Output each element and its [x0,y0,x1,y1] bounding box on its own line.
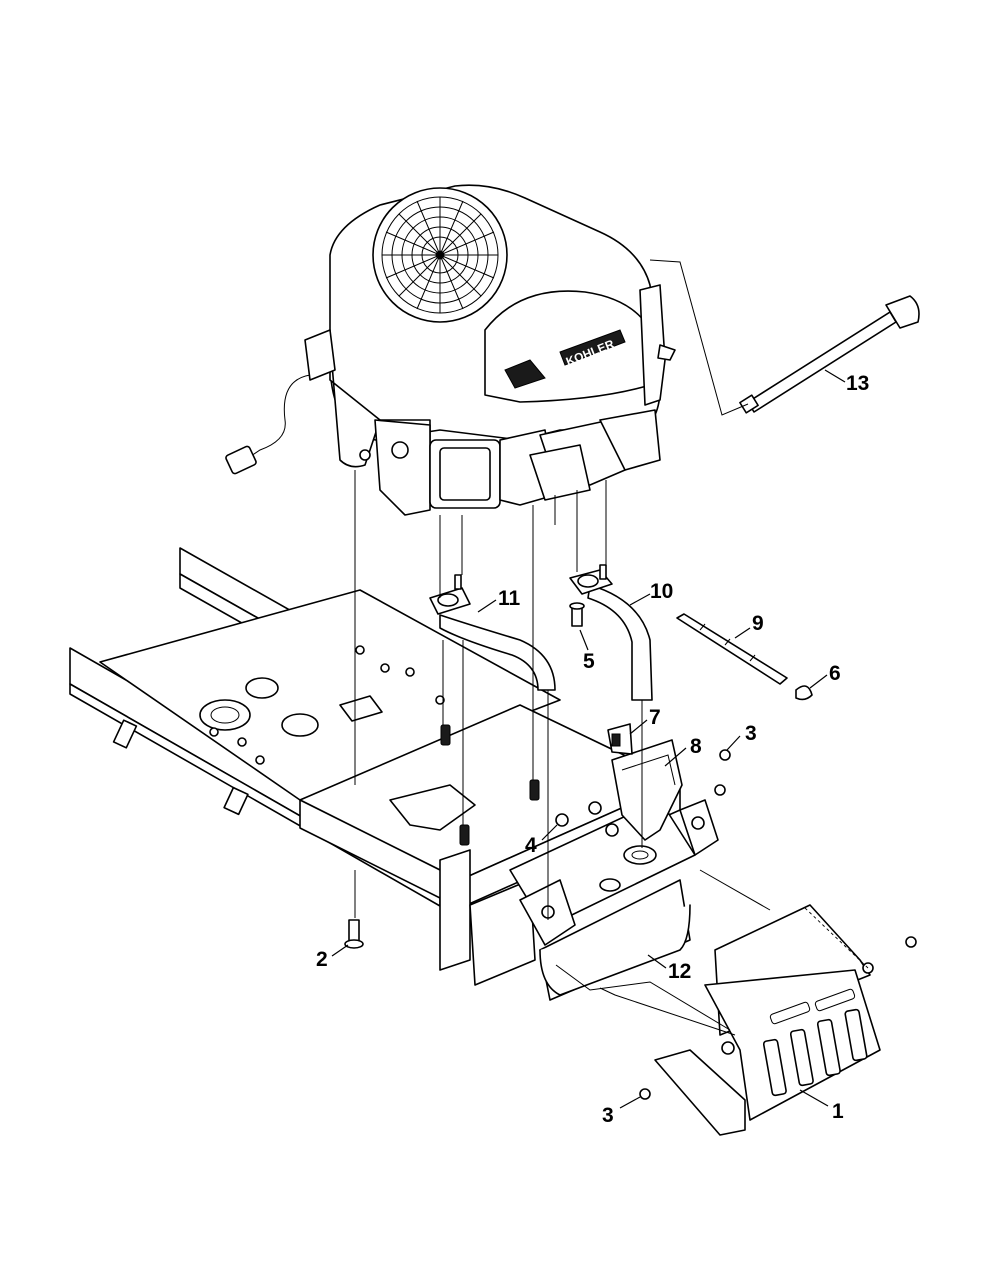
callout-12: 12 [668,960,691,983]
exhaust-pipe-left [429,574,556,691]
dipstick-tube-13 [739,295,920,414]
callout-3-upper: 3 [745,722,757,745]
bolt-5 [569,602,585,627]
assembly-guide-lines [354,259,869,1036]
callout-7: 7 [649,706,661,729]
exhaust-pipe-right [569,564,653,701]
callout-2: 2 [316,948,328,971]
callout-leaders [331,369,846,1109]
frame-bolts [209,645,445,765]
callout-3-lower: 3 [602,1104,614,1127]
muffler [509,799,719,1001]
callout-10: 10 [650,580,673,603]
callout-5: 5 [583,650,595,673]
screws [555,749,917,1100]
engine: KOHLER [225,184,676,525]
bolt-2 [344,919,364,949]
chassis-frame [69,547,681,986]
muffler-guard [654,904,881,1136]
callout-numbers: 1 2 3 3 4 5 6 7 8 9 10 11 12 13 [316,372,869,1127]
clip-7 [607,723,633,755]
clip-6 [795,685,813,701]
callout-8: 8 [690,735,702,758]
callout-11: 11 [498,587,521,610]
callout-4: 4 [525,834,537,857]
callout-13: 13 [846,372,869,395]
heat-shield-bracket [611,739,683,841]
callout-6: 6 [829,662,841,685]
callout-1: 1 [832,1100,844,1123]
rod-9 [676,613,788,685]
callout-9: 9 [752,612,764,635]
